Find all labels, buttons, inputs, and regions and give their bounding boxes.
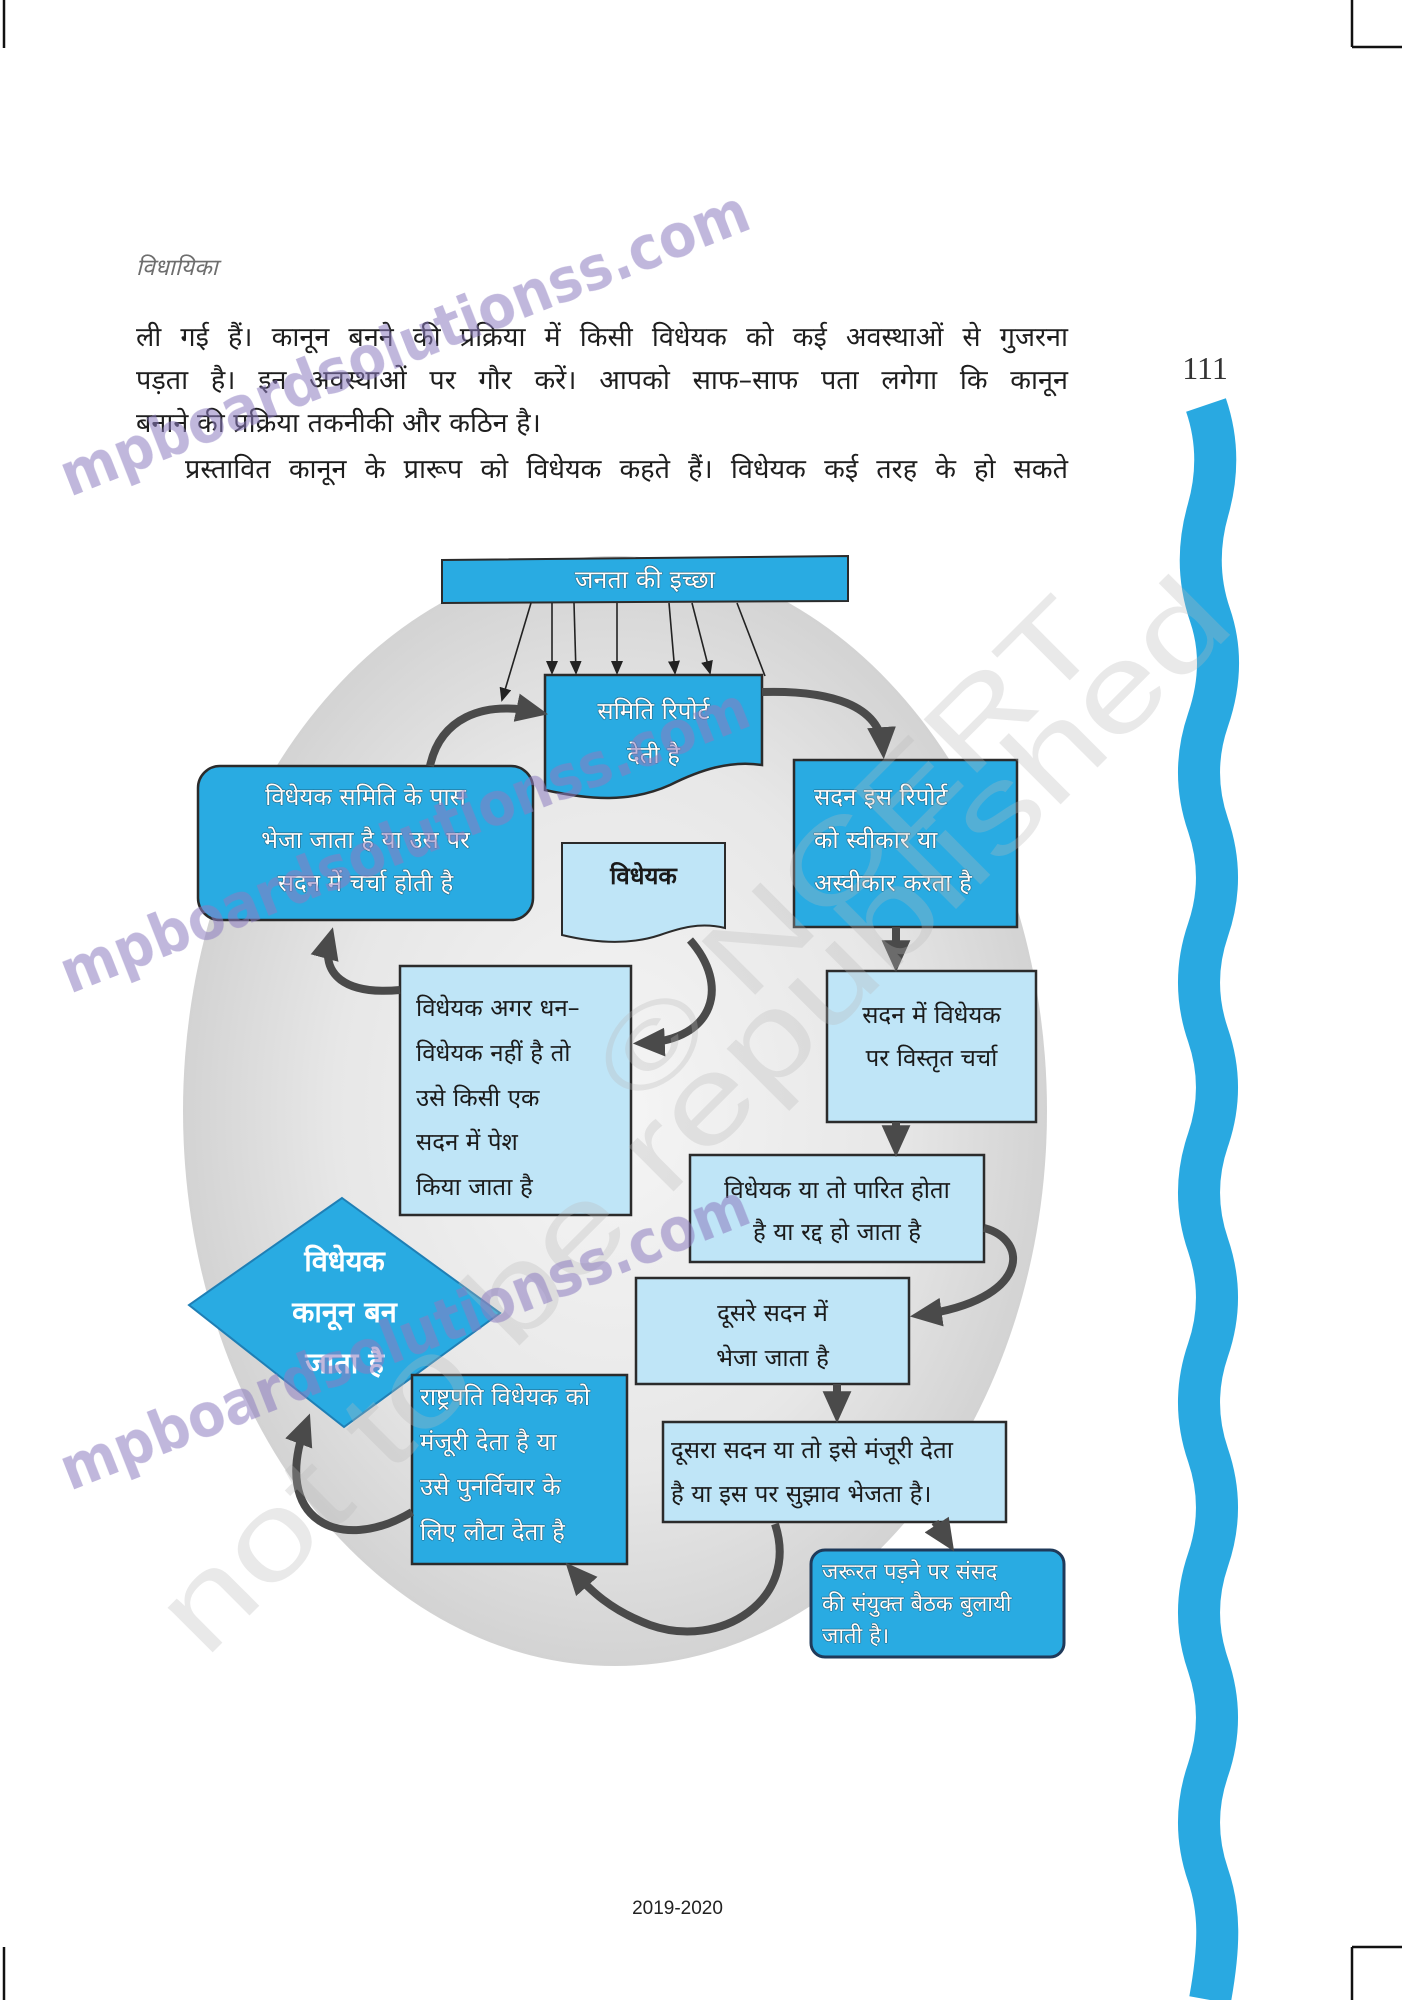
page-number: 111 bbox=[1182, 350, 1228, 386]
thin-line bbox=[736, 602, 766, 677]
bill-label: विधेयक bbox=[610, 862, 677, 890]
public-will-banner bbox=[441, 554, 849, 605]
thin-arrow bbox=[569, 602, 582, 675]
thin-arrow bbox=[667, 602, 680, 675]
president-line: उसे पुनर्विचार के bbox=[420, 1473, 561, 1501]
detailed-discussion-line: सदन में विधेयक bbox=[862, 1001, 1001, 1029]
thin-arrow bbox=[499, 602, 532, 702]
flow-arrows bbox=[285, 687, 1018, 1636]
bill-introduced-line: उसे किसी एक bbox=[416, 1083, 540, 1112]
bill-introduced-box bbox=[398, 964, 633, 1217]
body-text-line: ली गई हैं। कानून बनने की प्रक्रिया में क… bbox=[136, 322, 1068, 353]
president-text: राष्ट्रपति विधेयक को मंजूरी देता है या उ… bbox=[420, 1375, 625, 1555]
president-box bbox=[410, 1373, 629, 1566]
passed-or-rejected-line: है या रद्द हो जाता है bbox=[752, 1218, 922, 1246]
joint-sitting-line: की संयुक्त बैठक बुलायी bbox=[822, 1592, 1012, 1617]
running-header: विधायिका bbox=[136, 255, 218, 281]
passed-or-rejected-line: विधेयक या तो पारित होता bbox=[724, 1176, 950, 1204]
footer-year: 2019-2020 bbox=[632, 1898, 723, 1919]
becomes-law-line: कानून बन bbox=[292, 1295, 397, 1329]
bill-introduced-line: विधेयक नहीं है तो bbox=[416, 1038, 571, 1067]
body-text-line: प्रस्तावित कानून के प्रारूप को विधेयक कह… bbox=[185, 454, 1068, 485]
body-text-line: बनाने की प्रक्रिया तकनीकी और कठिन है। bbox=[136, 408, 541, 439]
bill-document-box bbox=[561, 842, 726, 943]
arrow-bill-to-introduced bbox=[632, 937, 716, 1057]
sent-to-committee-line: विधेयक समिति के पास bbox=[265, 783, 466, 811]
body-text-line: पड़ता है। इन अवस्थाओं पर गौर करें। आपको … bbox=[136, 365, 1068, 396]
bill-introduced-line: सदन में पेश bbox=[416, 1128, 518, 1157]
arrow-result-to-other-house bbox=[909, 1224, 1018, 1327]
sent-to-committee-line: सदन में चर्चा होती है bbox=[277, 869, 454, 897]
sent-to-committee-line: भेजा जाता है या उस पर bbox=[261, 826, 470, 854]
other-house-text: दूसरा सदन या तो इसे मंजूरी देता है या इस… bbox=[671, 1428, 1004, 1516]
public-will-arrows bbox=[499, 602, 766, 702]
bill-introduced-line: विधेयक अगर धन– bbox=[416, 994, 580, 1022]
joint-sitting-line: जाती है। bbox=[822, 1624, 890, 1649]
house-decides-report-text: सदन इस रिपोर्ट को स्वीकार या अस्वीकार कर… bbox=[814, 776, 1014, 905]
arrow-committee-to-report bbox=[426, 693, 548, 767]
president-line: राष्ट्रपति विधेयक को bbox=[420, 1383, 591, 1411]
house-decides-report-line: सदन इस रिपोर्ट bbox=[814, 783, 948, 811]
committee-report-line: समिति रिपोर्ट bbox=[597, 697, 710, 725]
thin-arrow bbox=[691, 602, 713, 675]
committee-report-line: देती है bbox=[626, 741, 680, 769]
sent-to-other-house-text: दूसरे सदन में भेजा जाता है bbox=[636, 1291, 909, 1381]
bill-introduced-line: किया जाता है bbox=[416, 1173, 533, 1201]
becomes-law-text: विधेयक कानून बन जाता है bbox=[189, 1236, 500, 1389]
becomes-law-line: जाता है bbox=[305, 1346, 384, 1380]
arrow-other-house-to-joint-sitting bbox=[924, 1516, 955, 1552]
house-decides-report-line: अस्वीकार करता है bbox=[814, 869, 972, 897]
detailed-discussion-box bbox=[825, 969, 1038, 1124]
arrow-other-house-to-president bbox=[565, 1522, 784, 1636]
sent-to-other-house-line: दूसरे सदन में bbox=[717, 1299, 828, 1327]
sent-to-committee-box bbox=[196, 764, 535, 922]
bill-introduced-text: विधेयक अगर धन– विधेयक नहीं है तो उसे किस… bbox=[416, 986, 628, 1210]
house-decides-report-box bbox=[792, 758, 1019, 929]
joint-sitting-text: जरूरत पड़ने पर संसद की संयुक्त बैठक बुला… bbox=[822, 1557, 1062, 1653]
other-house-line: है या इस पर सुझाव भेजता है। bbox=[671, 1480, 932, 1508]
side-wave-strip bbox=[1178, 398, 1240, 2000]
arrow-president-to-law bbox=[285, 1413, 415, 1535]
passed-or-rejected-box bbox=[688, 1153, 986, 1264]
sent-to-other-house-box bbox=[634, 1276, 911, 1386]
sent-to-committee-text: विधेयक समिति के पास भेजा जाता है या उस प… bbox=[198, 776, 533, 905]
sent-to-other-house-line: भेजा जाता है bbox=[716, 1344, 829, 1372]
detailed-discussion-line: पर विस्तृत चर्चा bbox=[865, 1044, 998, 1072]
arrow-introduced-to-committee bbox=[310, 927, 401, 995]
president-line: लिए लौटा देता है bbox=[420, 1518, 565, 1546]
arrow-report-to-house bbox=[761, 687, 896, 760]
passed-or-rejected-text: विधेयक या तो पारित होता है या रद्द हो जा… bbox=[690, 1169, 984, 1253]
joint-sitting-line: जरूरत पड़ने पर संसद bbox=[822, 1560, 998, 1585]
other-house-line: दूसरा सदन या तो इसे मंजूरी देता bbox=[671, 1436, 953, 1464]
committee-report-box bbox=[543, 673, 764, 800]
public-will-label: जनता की इच्छा bbox=[574, 565, 716, 594]
other-house-box bbox=[661, 1420, 1008, 1524]
detailed-discussion-text: सदन में विधेयक पर विस्तृत चर्चा bbox=[827, 994, 1036, 1080]
committee-report-text: समिति रिपोर्ट देती है bbox=[545, 689, 762, 777]
becomes-law-diamond bbox=[187, 1196, 502, 1429]
house-decides-report-line: को स्वीकार या bbox=[814, 826, 938, 854]
becomes-law-line: विधेयक bbox=[304, 1244, 385, 1278]
president-line: मंजूरी देता है या bbox=[420, 1428, 557, 1456]
